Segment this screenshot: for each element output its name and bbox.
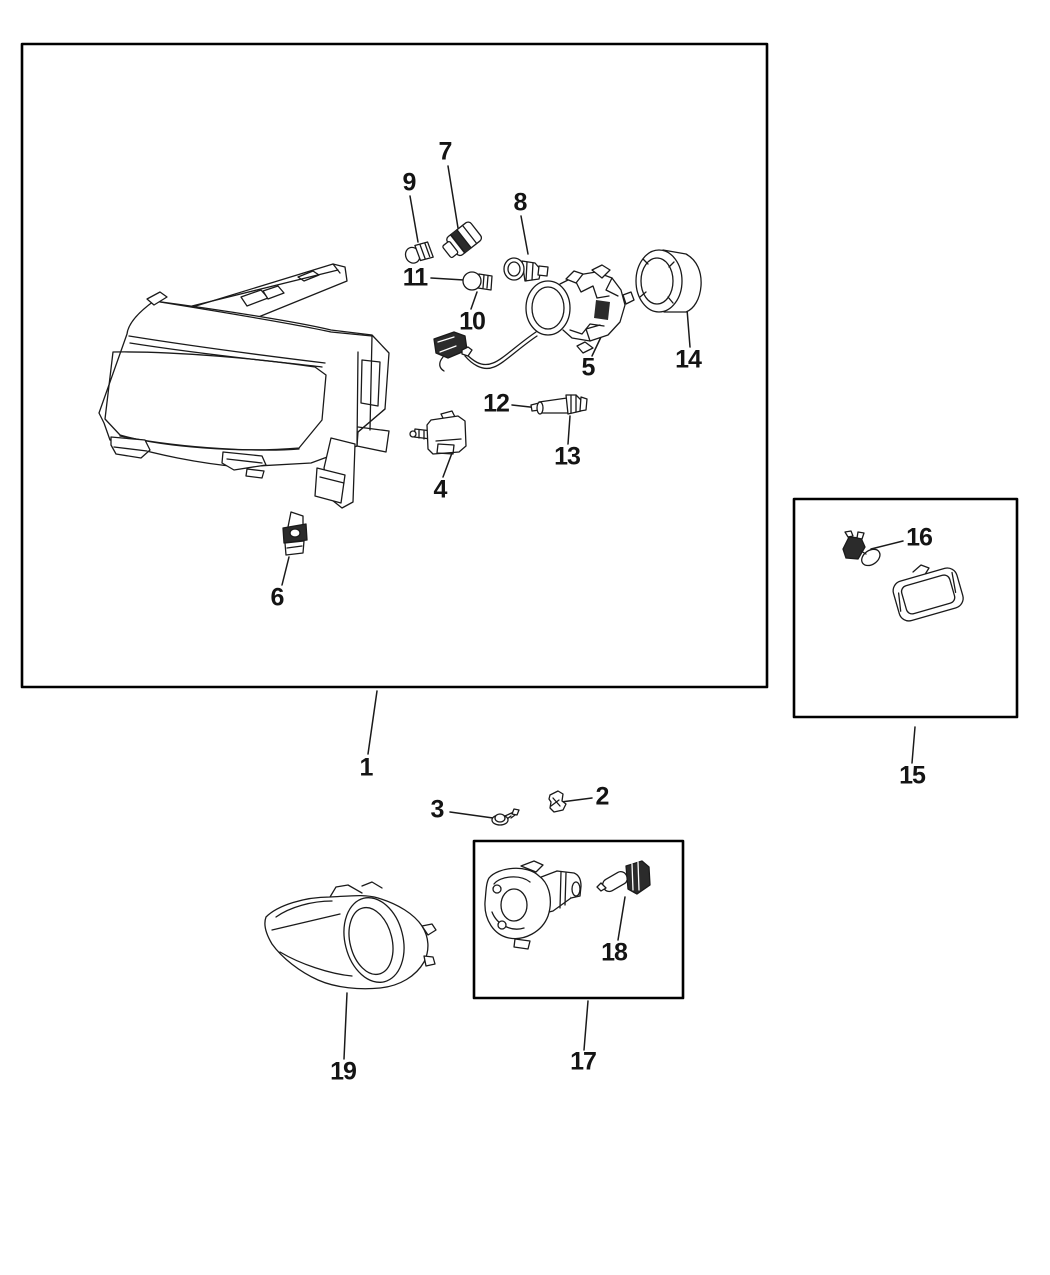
leader-line-1 bbox=[367, 690, 378, 755]
leader-line-16 bbox=[870, 540, 904, 550]
leader-line-13 bbox=[567, 415, 571, 445]
projector-5-drawing bbox=[525, 264, 635, 354]
callout-18: 18 bbox=[601, 938, 628, 967]
screw-3-drawing bbox=[491, 808, 520, 826]
callout-11: 11 bbox=[402, 263, 428, 292]
clip-2-drawing bbox=[548, 790, 567, 813]
callout-1: 1 bbox=[359, 753, 374, 782]
fog-bulb-18-drawing bbox=[596, 860, 651, 895]
bulb-9-drawing bbox=[404, 241, 434, 264]
leader-line-3 bbox=[449, 811, 494, 819]
fog-lamp-box bbox=[472, 839, 685, 1000]
bracket-6-drawing bbox=[282, 511, 308, 556]
headlamp-box bbox=[20, 42, 769, 689]
side-marker-box bbox=[792, 497, 1019, 719]
leader-line-14 bbox=[686, 308, 691, 348]
callout-8: 8 bbox=[513, 188, 528, 217]
socket-8-drawing bbox=[503, 257, 549, 282]
leader-line-6 bbox=[281, 556, 290, 586]
callout-6: 6 bbox=[270, 583, 285, 612]
leader-line-5 bbox=[591, 336, 602, 357]
leader-line-10 bbox=[470, 291, 478, 310]
leader-line-18 bbox=[617, 896, 626, 941]
leader-line-11 bbox=[430, 277, 465, 281]
leader-line-4 bbox=[442, 452, 453, 478]
socket-12-13-drawing bbox=[530, 394, 588, 415]
leader-line-19 bbox=[343, 992, 348, 1060]
headlamp-assembly-drawing bbox=[98, 263, 390, 509]
callout-10: 10 bbox=[459, 307, 486, 336]
callout-5: 5 bbox=[581, 353, 596, 382]
bulb-11-drawing bbox=[462, 271, 493, 291]
leader-line-9 bbox=[409, 195, 419, 243]
callout-15: 15 bbox=[899, 761, 926, 790]
harness-wire-drawing bbox=[433, 331, 538, 372]
socket-16-drawing bbox=[842, 530, 881, 567]
callout-16: 16 bbox=[906, 523, 933, 552]
callout-12: 12 bbox=[483, 389, 510, 418]
ring-14-drawing bbox=[635, 249, 702, 313]
leader-lines bbox=[281, 165, 916, 1060]
side-marker-lamp-drawing bbox=[892, 564, 964, 622]
fog-bezel-19-drawing bbox=[264, 881, 437, 990]
fog-lamp-drawing bbox=[484, 860, 582, 950]
callout-13: 13 bbox=[554, 442, 581, 471]
leader-line-15 bbox=[911, 726, 916, 764]
callout-7: 7 bbox=[438, 137, 453, 166]
leader-line-8 bbox=[520, 215, 529, 255]
leader-line-17 bbox=[583, 1000, 589, 1051]
callout-14: 14 bbox=[675, 345, 702, 374]
leader-line-7 bbox=[447, 165, 459, 229]
callout-9: 9 bbox=[402, 168, 417, 197]
callout-19: 19 bbox=[330, 1057, 357, 1086]
callout-3: 3 bbox=[430, 795, 445, 824]
connector-7-drawing bbox=[442, 221, 483, 259]
motor-4-drawing bbox=[409, 410, 467, 455]
leader-line-2 bbox=[560, 797, 593, 803]
callout-2: 2 bbox=[595, 782, 610, 811]
callout-17: 17 bbox=[570, 1047, 597, 1076]
callout-4: 4 bbox=[433, 475, 448, 504]
